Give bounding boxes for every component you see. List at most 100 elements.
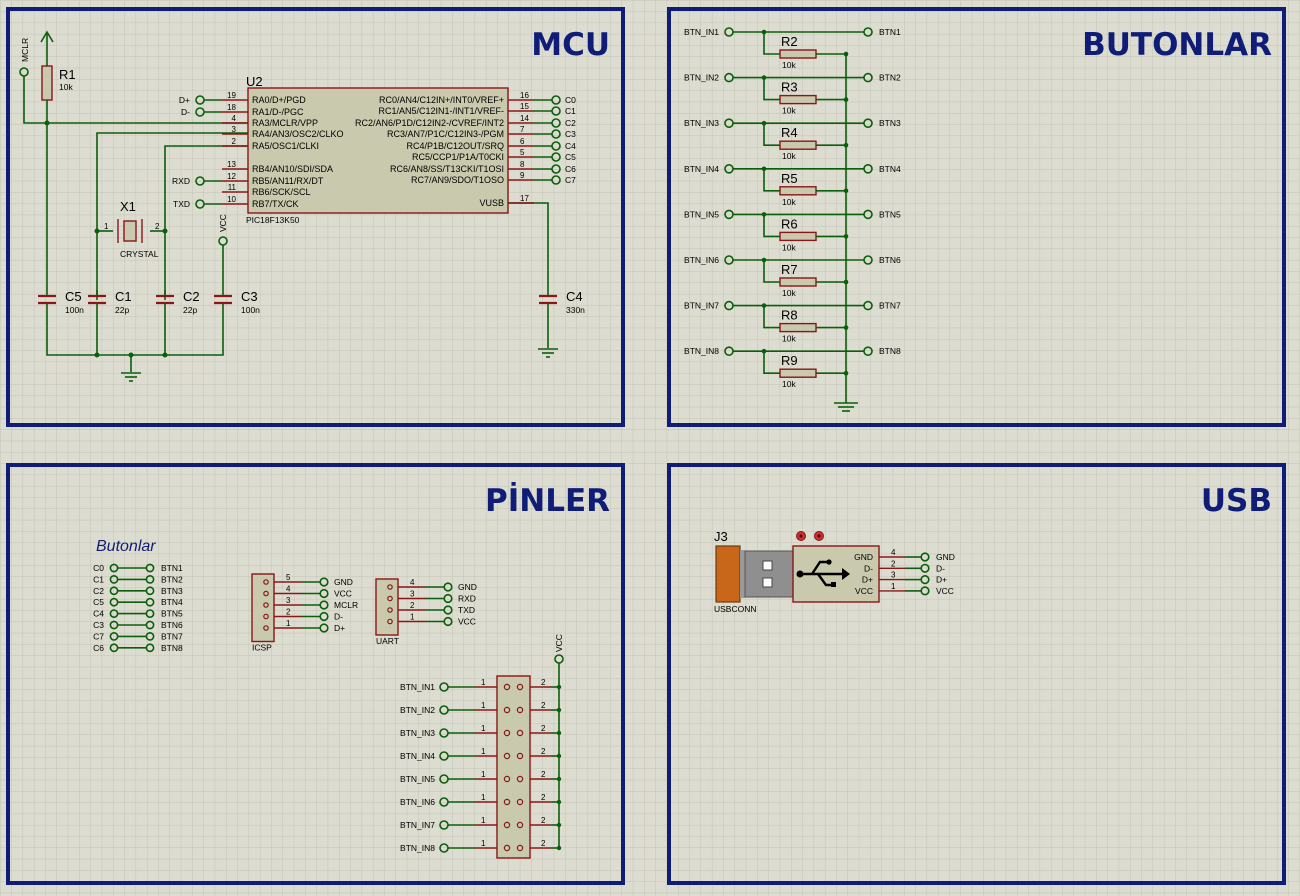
header-terminal[interactable]: [443, 593, 453, 604]
btn-out-terminal[interactable]: [863, 72, 873, 83]
pulldown-resistor[interactable]: [779, 49, 817, 59]
btn-out-terminal[interactable]: [863, 118, 873, 128]
btn-out-terminal[interactable]: [863, 255, 873, 265]
header-terminal[interactable]: [443, 605, 453, 615]
vcc-label-c3: VCC: [218, 214, 228, 232]
header-ref: ICSP: [252, 643, 272, 653]
pulldown-resistor[interactable]: [779, 277, 817, 287]
switch-net-label: BTN_IN7: [400, 820, 435, 830]
map-btn-terminal[interactable]: [145, 597, 155, 607]
map-c-terminal[interactable]: [109, 575, 119, 584]
map-c-terminal[interactable]: [109, 609, 119, 618]
btn-out-terminal[interactable]: [863, 27, 873, 37]
map-c-terminal[interactable]: [109, 620, 119, 630]
header-terminal[interactable]: [443, 616, 453, 627]
header-ref: UART: [376, 636, 399, 646]
header-body: [375, 578, 399, 636]
btn-out-terminal[interactable]: [863, 209, 873, 220]
btn-in-label: BTN_IN3: [684, 118, 719, 128]
pulldown-resistor[interactable]: [779, 231, 817, 242]
map-btn-terminal[interactable]: [145, 575, 155, 584]
switch-pin2: 2: [541, 678, 546, 687]
map-c-terminal[interactable]: [109, 563, 119, 573]
map-btn-terminal[interactable]: [145, 632, 155, 641]
header-pin-number: 2: [286, 608, 291, 617]
map-c-terminal[interactable]: [109, 597, 119, 607]
r1-ref: R1: [59, 67, 76, 82]
map-c-terminal[interactable]: [109, 586, 119, 596]
map-btn-terminal[interactable]: [145, 586, 155, 596]
header-terminal[interactable]: [319, 600, 329, 610]
switch-net-label: BTN_IN6: [400, 797, 435, 807]
x1-crystal[interactable]: [123, 220, 137, 242]
btn-out-terminal[interactable]: [863, 164, 873, 174]
header-pin-number: 1: [410, 613, 415, 622]
map-btn-terminal[interactable]: [145, 563, 155, 573]
pulldown-resistor[interactable]: [779, 322, 817, 333]
btn-out-label: BTN1: [879, 27, 901, 37]
btn-out-terminal[interactable]: [863, 300, 873, 311]
map-c-terminal[interactable]: [109, 643, 119, 653]
pulldown-resistor[interactable]: [779, 186, 817, 196]
header-terminal[interactable]: [319, 588, 329, 599]
header-terminal[interactable]: [443, 582, 453, 592]
header-terminal[interactable]: [319, 611, 329, 622]
header-terminal[interactable]: [319, 577, 329, 587]
dip-switch-body[interactable]: [496, 675, 531, 859]
map-btn-terminal[interactable]: [145, 620, 155, 630]
pin-number: 10: [227, 195, 236, 204]
usb-pin-name: VCC: [855, 586, 873, 596]
pulldown-resistor[interactable]: [779, 140, 817, 150]
pulldown-resistor[interactable]: [779, 368, 817, 378]
net-label: C4: [565, 141, 576, 151]
r1-resistor[interactable]: [41, 65, 53, 101]
pulldown-resistor[interactable]: [779, 94, 817, 105]
btn-in-label: BTN_IN2: [684, 73, 719, 83]
map-btn-terminal[interactable]: [145, 643, 155, 653]
btn-out-terminal[interactable]: [863, 346, 873, 357]
u2-ic-body[interactable]: [247, 87, 509, 214]
resistor-ref: R6: [781, 216, 798, 231]
map-c-terminal[interactable]: [109, 632, 119, 641]
header-terminal[interactable]: [319, 623, 329, 633]
map-btn-terminal[interactable]: [145, 609, 155, 618]
